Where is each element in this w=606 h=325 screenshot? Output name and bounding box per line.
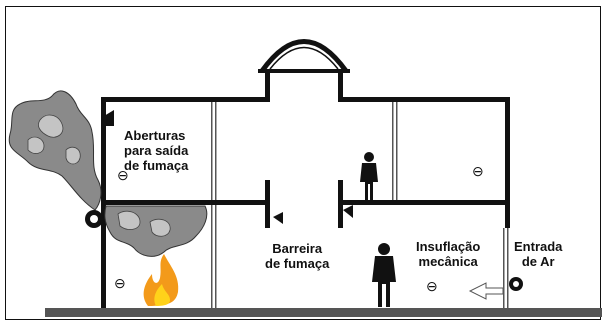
shaft-cap [258,69,350,73]
air-inflow-arrow [468,282,504,300]
column-upper-left-a [211,102,213,200]
floor-right [340,200,510,205]
roof-right [340,97,510,102]
label-smoke-barrier: Barreira de fumaça [265,241,330,271]
roof-left [101,97,267,102]
indoor-smoke-highlights [117,210,171,237]
label-mechanical-insufflation: Insuflação mecânica [416,239,481,269]
smoke-barrier-left [265,180,270,228]
barrier-damper-left [273,212,283,224]
outside-smoke-plume [8,90,102,211]
outside-smoke-highlights [27,114,81,165]
dome-inner [269,46,339,70]
fire-icon [143,254,179,306]
label-smoke-openings: Aberturas para saída de fumaça [124,128,189,173]
label-air-inlet: Entrada de Ar [514,239,563,269]
fire-core [154,284,170,306]
shaft-wall-right [338,71,343,102]
pressure-marker-lower-right: ⊖ [426,278,438,294]
person-lower-icon [372,243,396,307]
person-upper-icon [360,152,378,200]
pressure-marker-upper-left: ⊖ [117,167,129,183]
column-lower-left-a [211,205,213,308]
column-right-lower-a [503,228,505,308]
inlet-fan-hub [513,281,519,287]
ground-slab [45,308,602,317]
shaft-wall-left [265,71,270,102]
smoke-vent-upper [104,110,114,126]
column-upper-left-b [215,102,217,200]
floor-left [101,200,267,205]
pressure-marker-lower-left: ⊖ [114,275,126,291]
smoke-barrier-right [338,180,343,228]
column-upper-right-b [396,102,398,200]
dome [259,39,349,73]
barrier-damper-right [343,205,353,218]
column-right-lower-b [507,228,509,308]
column-upper-right-a [392,102,394,200]
pressure-marker-upper-right: ⊖ [472,163,484,179]
exhaust-fan-hub [90,215,98,223]
right-wall [505,98,510,228]
column-lower-left-b [215,205,217,308]
